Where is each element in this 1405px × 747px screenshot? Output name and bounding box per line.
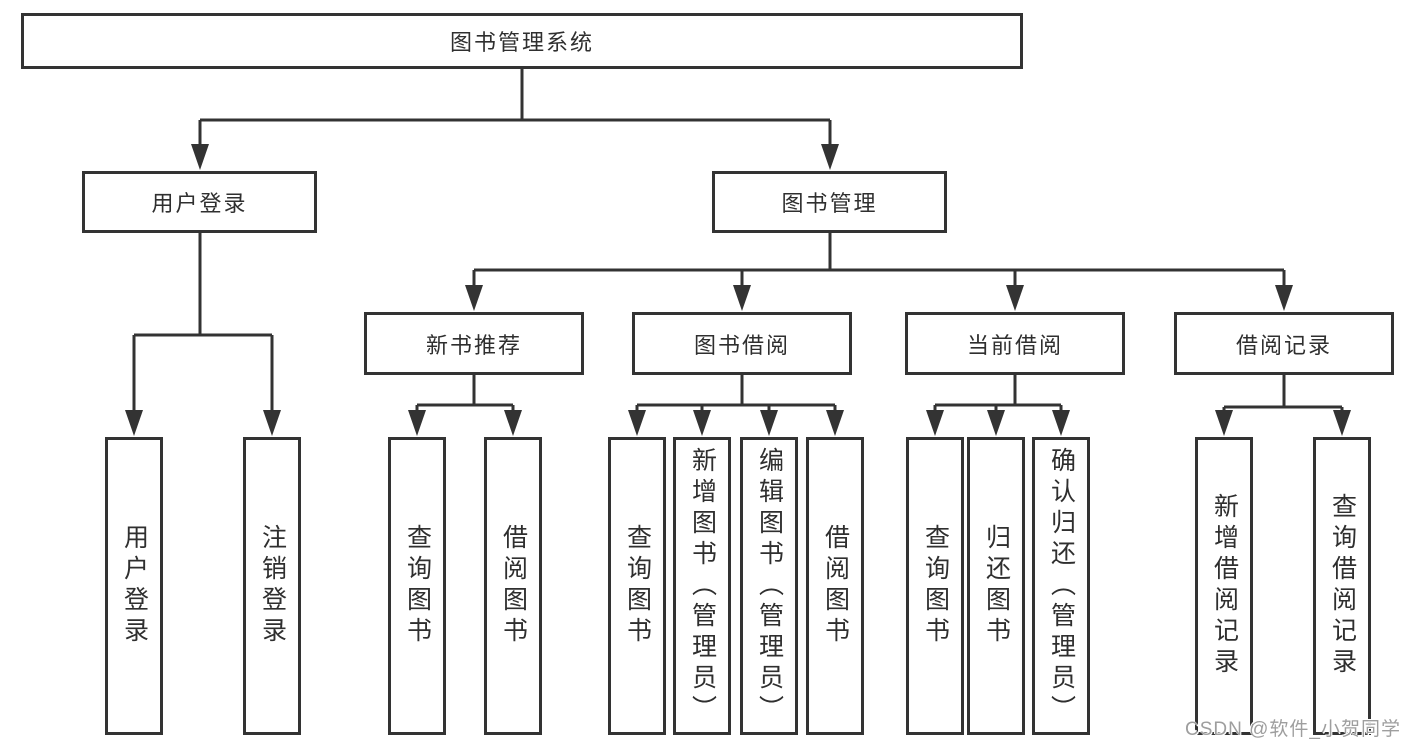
leaf-logout-label: 注销登录	[258, 524, 287, 648]
leaf-user-login: 用户登录	[105, 437, 163, 735]
node-book-borrowing: 图书借阅	[632, 312, 852, 375]
node-book-management: 图书管理	[712, 171, 947, 233]
leaf-query-books-current-label: 查询图书	[921, 524, 950, 648]
csdn-watermark: CSDN @软件_小贺同学	[1185, 719, 1401, 740]
node-borrow-records: 借阅记录	[1174, 312, 1394, 375]
leaf-query-borrow-record: 查询借阅记录	[1313, 437, 1371, 735]
node-book-management-label: 图书管理	[781, 191, 878, 216]
leaf-user-login-label: 用户登录	[120, 524, 149, 648]
leaf-edit-books-admin: 编辑图书（管理员）	[740, 437, 798, 735]
node-current-borrowing-label: 当前借阅	[966, 332, 1063, 358]
arrowheads	[125, 144, 1351, 436]
node-new-book-recommend: 新书推荐	[364, 312, 584, 375]
leaf-add-books-admin-label: 新增图书（管理员）	[688, 446, 717, 726]
leaf-logout: 注销登录	[243, 437, 301, 735]
leaf-query-books-borrowing: 查询图书	[608, 437, 666, 735]
leaf-query-borrow-record-label: 查询借阅记录	[1328, 493, 1357, 679]
node-user-login-label: 用户登录	[151, 191, 248, 216]
leaf-confirm-return-admin: 确认归还（管理员）	[1032, 437, 1090, 735]
node-user-login: 用户登录	[82, 171, 317, 233]
leaf-borrow-books-label: 借阅图书	[821, 524, 850, 648]
leaf-confirm-return-admin-label: 确认归还（管理员）	[1047, 446, 1076, 726]
leaf-borrow-books: 借阅图书	[806, 437, 864, 735]
node-root-label: 图书管理系统	[449, 30, 594, 55]
leaf-borrow-books-recommend: 借阅图书	[484, 437, 542, 735]
node-new-book-recommend-label: 新书推荐	[425, 332, 522, 358]
leaf-return-books: 归还图书	[967, 437, 1025, 735]
leaf-edit-books-admin-label: 编辑图书（管理员）	[755, 446, 784, 726]
node-book-borrowing-label: 图书借阅	[693, 332, 790, 358]
leaf-return-books-label: 归还图书	[982, 524, 1011, 648]
leaf-query-books-current: 查询图书	[906, 437, 964, 735]
node-borrow-records-label: 借阅记录	[1235, 332, 1332, 358]
leaf-borrow-books-recommend-label: 借阅图书	[499, 524, 528, 648]
node-root: 图书管理系统	[21, 13, 1023, 69]
leaf-query-books-borrowing-label: 查询图书	[623, 524, 652, 648]
leaf-add-borrow-record-label: 新增借阅记录	[1210, 493, 1239, 679]
leaf-add-books-admin: 新增图书（管理员）	[673, 437, 731, 735]
leaf-query-books-recommend-label: 查询图书	[403, 524, 432, 648]
node-current-borrowing: 当前借阅	[905, 312, 1125, 375]
leaf-add-borrow-record: 新增借阅记录	[1195, 437, 1253, 735]
leaf-query-books-recommend: 查询图书	[388, 437, 446, 735]
